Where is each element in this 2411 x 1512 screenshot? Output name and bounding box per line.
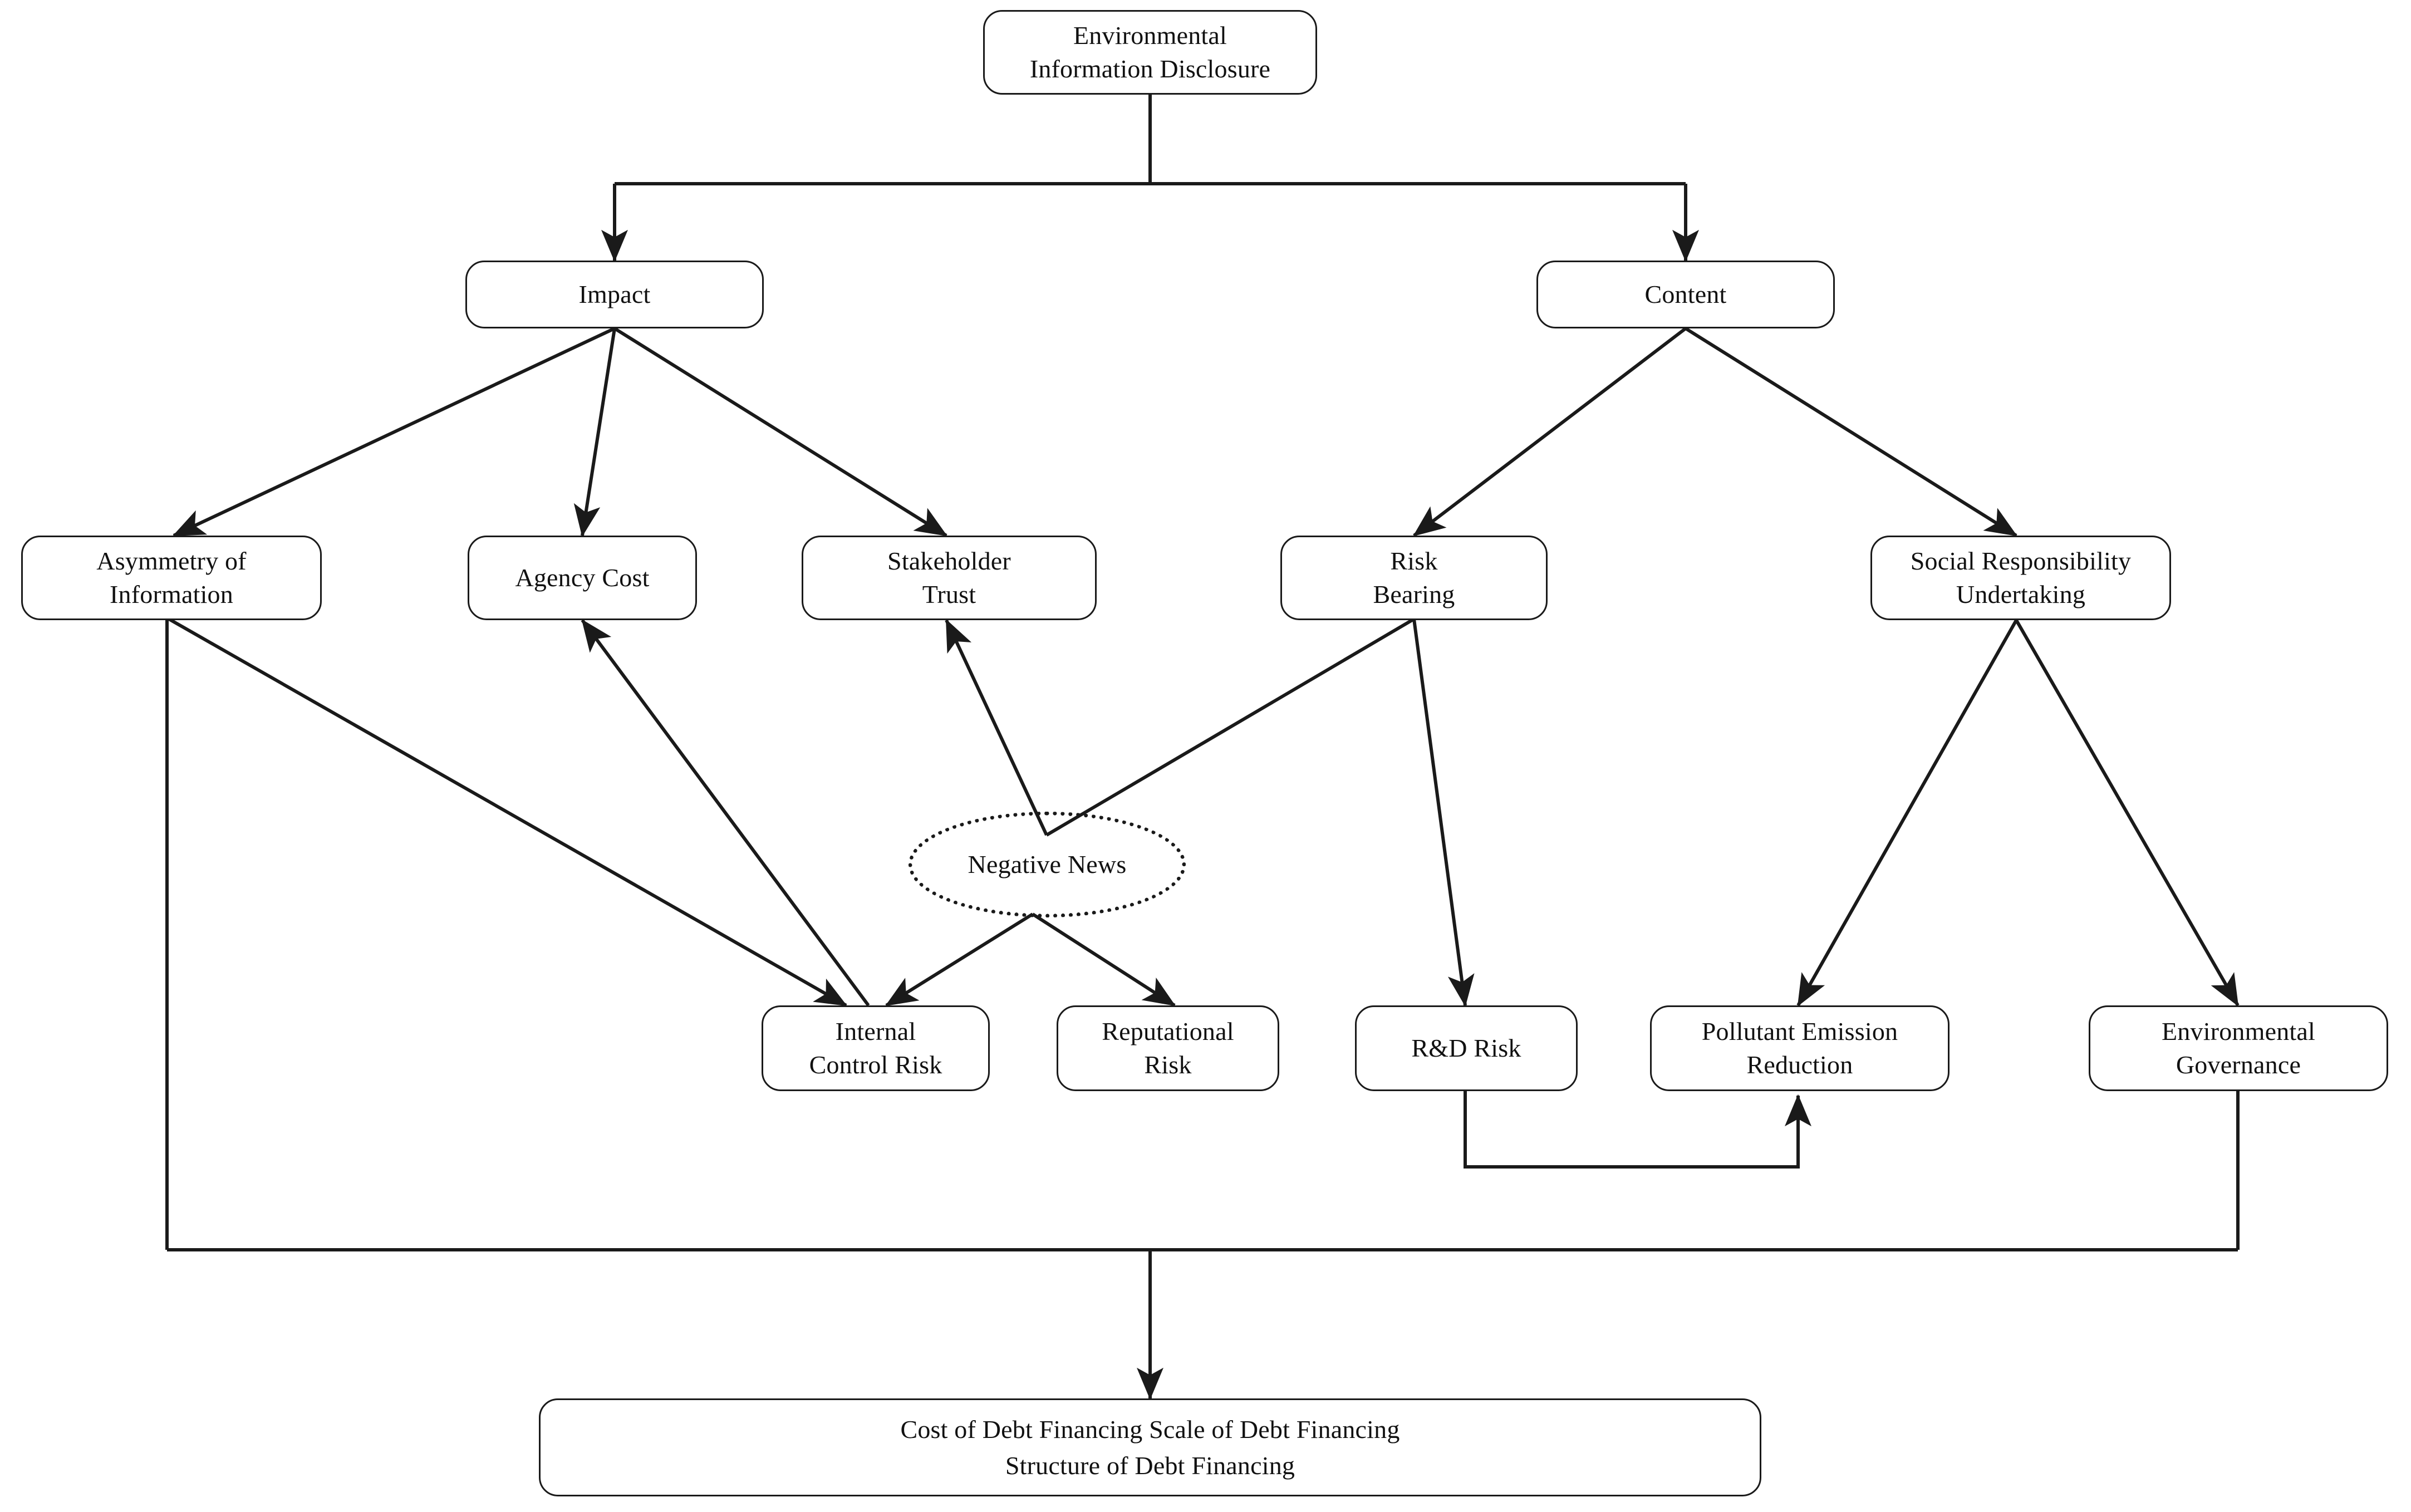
node-asymmetry-of-information[interactable]: Asymmetry of Information — [21, 536, 322, 620]
edge-content-to-social-responsibility — [1685, 327, 2018, 537]
edge-impact-to-stakeholder-trust — [613, 327, 948, 537]
node-label: Content — [1644, 280, 1727, 309]
edge-negative-news-to-reputational-risk — [1032, 912, 1176, 1007]
node-impact[interactable]: Impact — [465, 261, 764, 328]
edge-impact-to-agency-cost — [573, 328, 616, 537]
node-negative-news[interactable]: Negative News — [909, 812, 1186, 917]
edge-impact-to-asymmetry — [172, 327, 616, 537]
edge-asymmetry-to-internal-control-risk — [166, 616, 848, 1007]
edge-negative-news-to-internal-control-risk — [885, 912, 1034, 1007]
node-label: Reputational Risk — [1102, 1017, 1234, 1079]
node-label: Environmental Governance — [2162, 1017, 2315, 1079]
node-stakeholder-trust[interactable]: Stakeholder Trust — [802, 536, 1097, 620]
node-label: R&D Risk — [1411, 1034, 1521, 1063]
node-label: Impact — [578, 280, 651, 309]
node-label: Risk Bearing — [1373, 547, 1455, 608]
node-risk-bearing[interactable]: Risk Bearing — [1280, 536, 1548, 620]
edge-social-responsibility-to-environmental-governance — [2015, 619, 2240, 1007]
node-content[interactable]: Content — [1536, 261, 1835, 328]
edge-rd-risk-to-pollutant-emission — [1464, 1091, 1811, 1169]
node-label: Pollutant Emission Reduction — [1701, 1017, 1898, 1079]
edge-risk-bearing-to-rd-risk — [1412, 618, 1475, 1007]
node-label: Internal Control Risk — [809, 1017, 942, 1079]
edge-negative-news-to-stakeholder-trust — [945, 618, 1048, 836]
node-environmental-information-disclosure[interactable]: Environmental Information Disclosure — [983, 10, 1317, 95]
node-agency-cost[interactable]: Agency Cost — [468, 536, 697, 620]
node-label: Agency Cost — [515, 563, 650, 592]
node-debt-financing-outcome[interactable]: Cost of Debt Financing Scale of Debt Fin… — [539, 1398, 1761, 1496]
node-label: Social Responsibility Undertaking — [1910, 547, 2132, 608]
edge-internal-control-risk-to-agency-cost — [581, 619, 870, 1007]
node-label: Environmental Information Disclosure — [1029, 21, 1271, 83]
node-social-responsibility-undertaking[interactable]: Social Responsibility Undertaking — [1870, 536, 2171, 620]
node-label: Stakeholder Trust — [887, 547, 1011, 608]
node-rd-risk[interactable]: R&D Risk — [1355, 1005, 1578, 1091]
node-label: Cost of Debt Financing Scale of Debt Fin… — [900, 1415, 1400, 1480]
node-label: Negative News — [968, 850, 1127, 879]
edge-social-responsibility-to-pollutant-emission — [1796, 619, 2018, 1007]
node-internal-control-risk[interactable]: Internal Control Risk — [762, 1005, 990, 1091]
node-environmental-governance[interactable]: Environmental Governance — [2089, 1005, 2388, 1091]
edge-risk-bearing-to-negative-news — [1045, 617, 1415, 837]
node-pollutant-emission-reduction[interactable]: Pollutant Emission Reduction — [1650, 1005, 1950, 1091]
node-label: Asymmetry of Information — [96, 547, 247, 608]
edge-content-to-risk-bearing — [1413, 327, 1687, 537]
node-reputational-risk[interactable]: Reputational Risk — [1057, 1005, 1279, 1091]
